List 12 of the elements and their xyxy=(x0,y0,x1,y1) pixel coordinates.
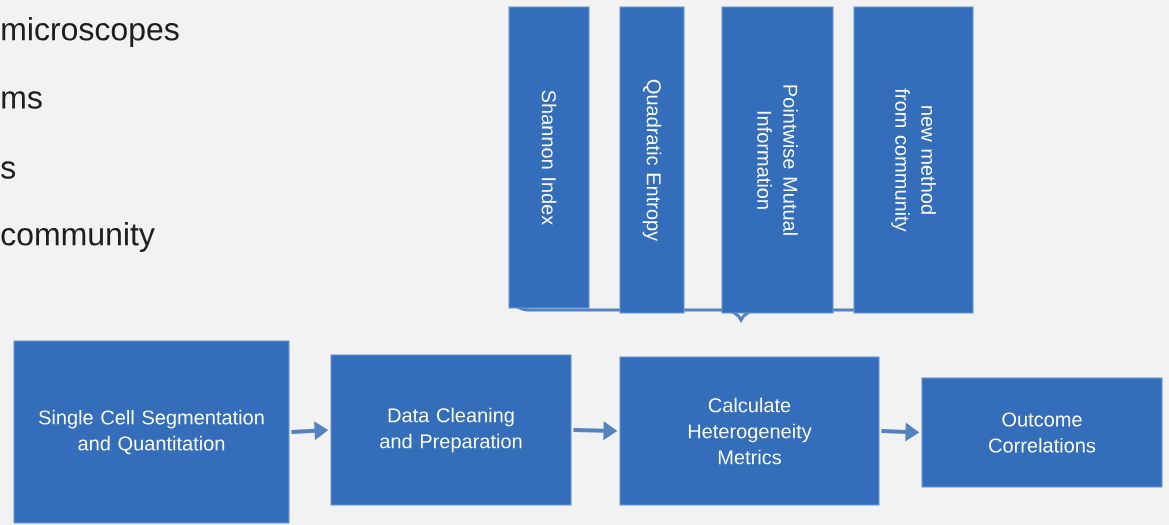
process-box: Calculate Heterogeneity Metrics xyxy=(619,356,880,506)
vertical-box: Quadratic Entropy xyxy=(619,6,685,314)
process-box: Data Cleaning and Preparation xyxy=(330,354,572,506)
process-box: Single Cell Segmentation and Quantitation xyxy=(13,340,290,524)
bullet-text: community xyxy=(1,222,155,252)
process-box: Outcome Correlations xyxy=(921,377,1163,488)
bullet-text: ms xyxy=(2,91,42,109)
vertical-box: new method from community xyxy=(853,6,974,314)
bullet-text: s xyxy=(1,161,16,179)
vertical-box: Shannon Index xyxy=(508,6,590,309)
vertical-box: Pointwise Mutual Information xyxy=(721,6,834,314)
bullet-text: microscopes xyxy=(2,17,179,47)
